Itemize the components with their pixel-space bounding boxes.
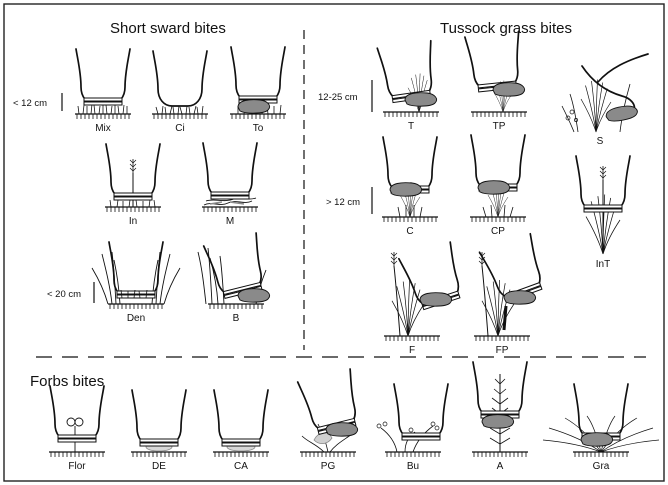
bite-mix: Mix bbox=[75, 49, 131, 134]
scale-label: 12-25 cm bbox=[318, 92, 358, 103]
bite-in: In bbox=[105, 144, 161, 227]
bite-tp: TP bbox=[465, 31, 527, 132]
bite-label: DE bbox=[152, 461, 166, 472]
bite-flor: Flor bbox=[49, 386, 105, 472]
section-title-short-sward: Short sward bites bbox=[110, 20, 226, 37]
bite-bu: Bu bbox=[377, 384, 448, 472]
bite-label: S bbox=[597, 136, 604, 147]
bite-int: InT bbox=[576, 156, 630, 270]
bite-fp: FP bbox=[474, 234, 549, 356]
bite-ca: CA bbox=[213, 390, 269, 472]
bite-label: A bbox=[497, 461, 504, 472]
scale-short-row3: < 20 cm bbox=[47, 282, 94, 303]
bite-label: In bbox=[129, 216, 137, 227]
scale-label: < 12 cm bbox=[13, 98, 47, 109]
bite-label: PG bbox=[321, 461, 336, 472]
bite-to: To bbox=[230, 47, 286, 134]
bite-label: TP bbox=[493, 121, 506, 132]
bite-gra: Gra bbox=[543, 384, 659, 472]
bite-cp: CP bbox=[470, 135, 526, 237]
bite-b: B bbox=[198, 233, 270, 324]
bite-label: To bbox=[253, 123, 264, 134]
scale-label: > 12 cm bbox=[326, 197, 360, 208]
figure-frame bbox=[4, 4, 664, 481]
bite-label: FP bbox=[496, 345, 509, 356]
bite-label: Den bbox=[127, 313, 145, 324]
bite-ci: Ci bbox=[152, 51, 208, 134]
bite-label: Mix bbox=[95, 123, 111, 134]
section-title-forbs: Forbs bites bbox=[30, 373, 104, 390]
bite-a: A bbox=[472, 362, 528, 472]
bite-label: CA bbox=[234, 461, 248, 472]
bite-f: F bbox=[384, 242, 468, 356]
bite-pg: PG bbox=[298, 369, 364, 472]
scale-tussock-row1: 12-25 cm bbox=[318, 80, 372, 112]
bite-label: T bbox=[408, 121, 414, 132]
bite-c: C bbox=[382, 137, 438, 237]
bite-label: Flor bbox=[68, 461, 86, 472]
bite-label: M bbox=[226, 216, 234, 227]
bite-label: F bbox=[409, 345, 415, 356]
bite-de: DE bbox=[131, 390, 187, 472]
bite-s: S bbox=[562, 54, 648, 147]
bite-label: Ci bbox=[175, 123, 184, 134]
bite-label: InT bbox=[596, 259, 610, 270]
bite-label: CP bbox=[491, 226, 505, 237]
bite-label: C bbox=[406, 226, 413, 237]
scale-short-row1: < 12 cm bbox=[13, 93, 62, 111]
scale-label: < 20 cm bbox=[47, 289, 81, 300]
scale-tussock-row2: > 12 cm bbox=[326, 187, 372, 214]
bite-t: T bbox=[377, 41, 439, 132]
bite-m: M bbox=[202, 143, 258, 227]
bite-label: Gra bbox=[593, 461, 610, 472]
bite-den: Den bbox=[92, 242, 180, 324]
section-title-tussock: Tussock grass bites bbox=[440, 20, 572, 37]
bite-label: B bbox=[233, 313, 240, 324]
bite-label: Bu bbox=[407, 461, 419, 472]
